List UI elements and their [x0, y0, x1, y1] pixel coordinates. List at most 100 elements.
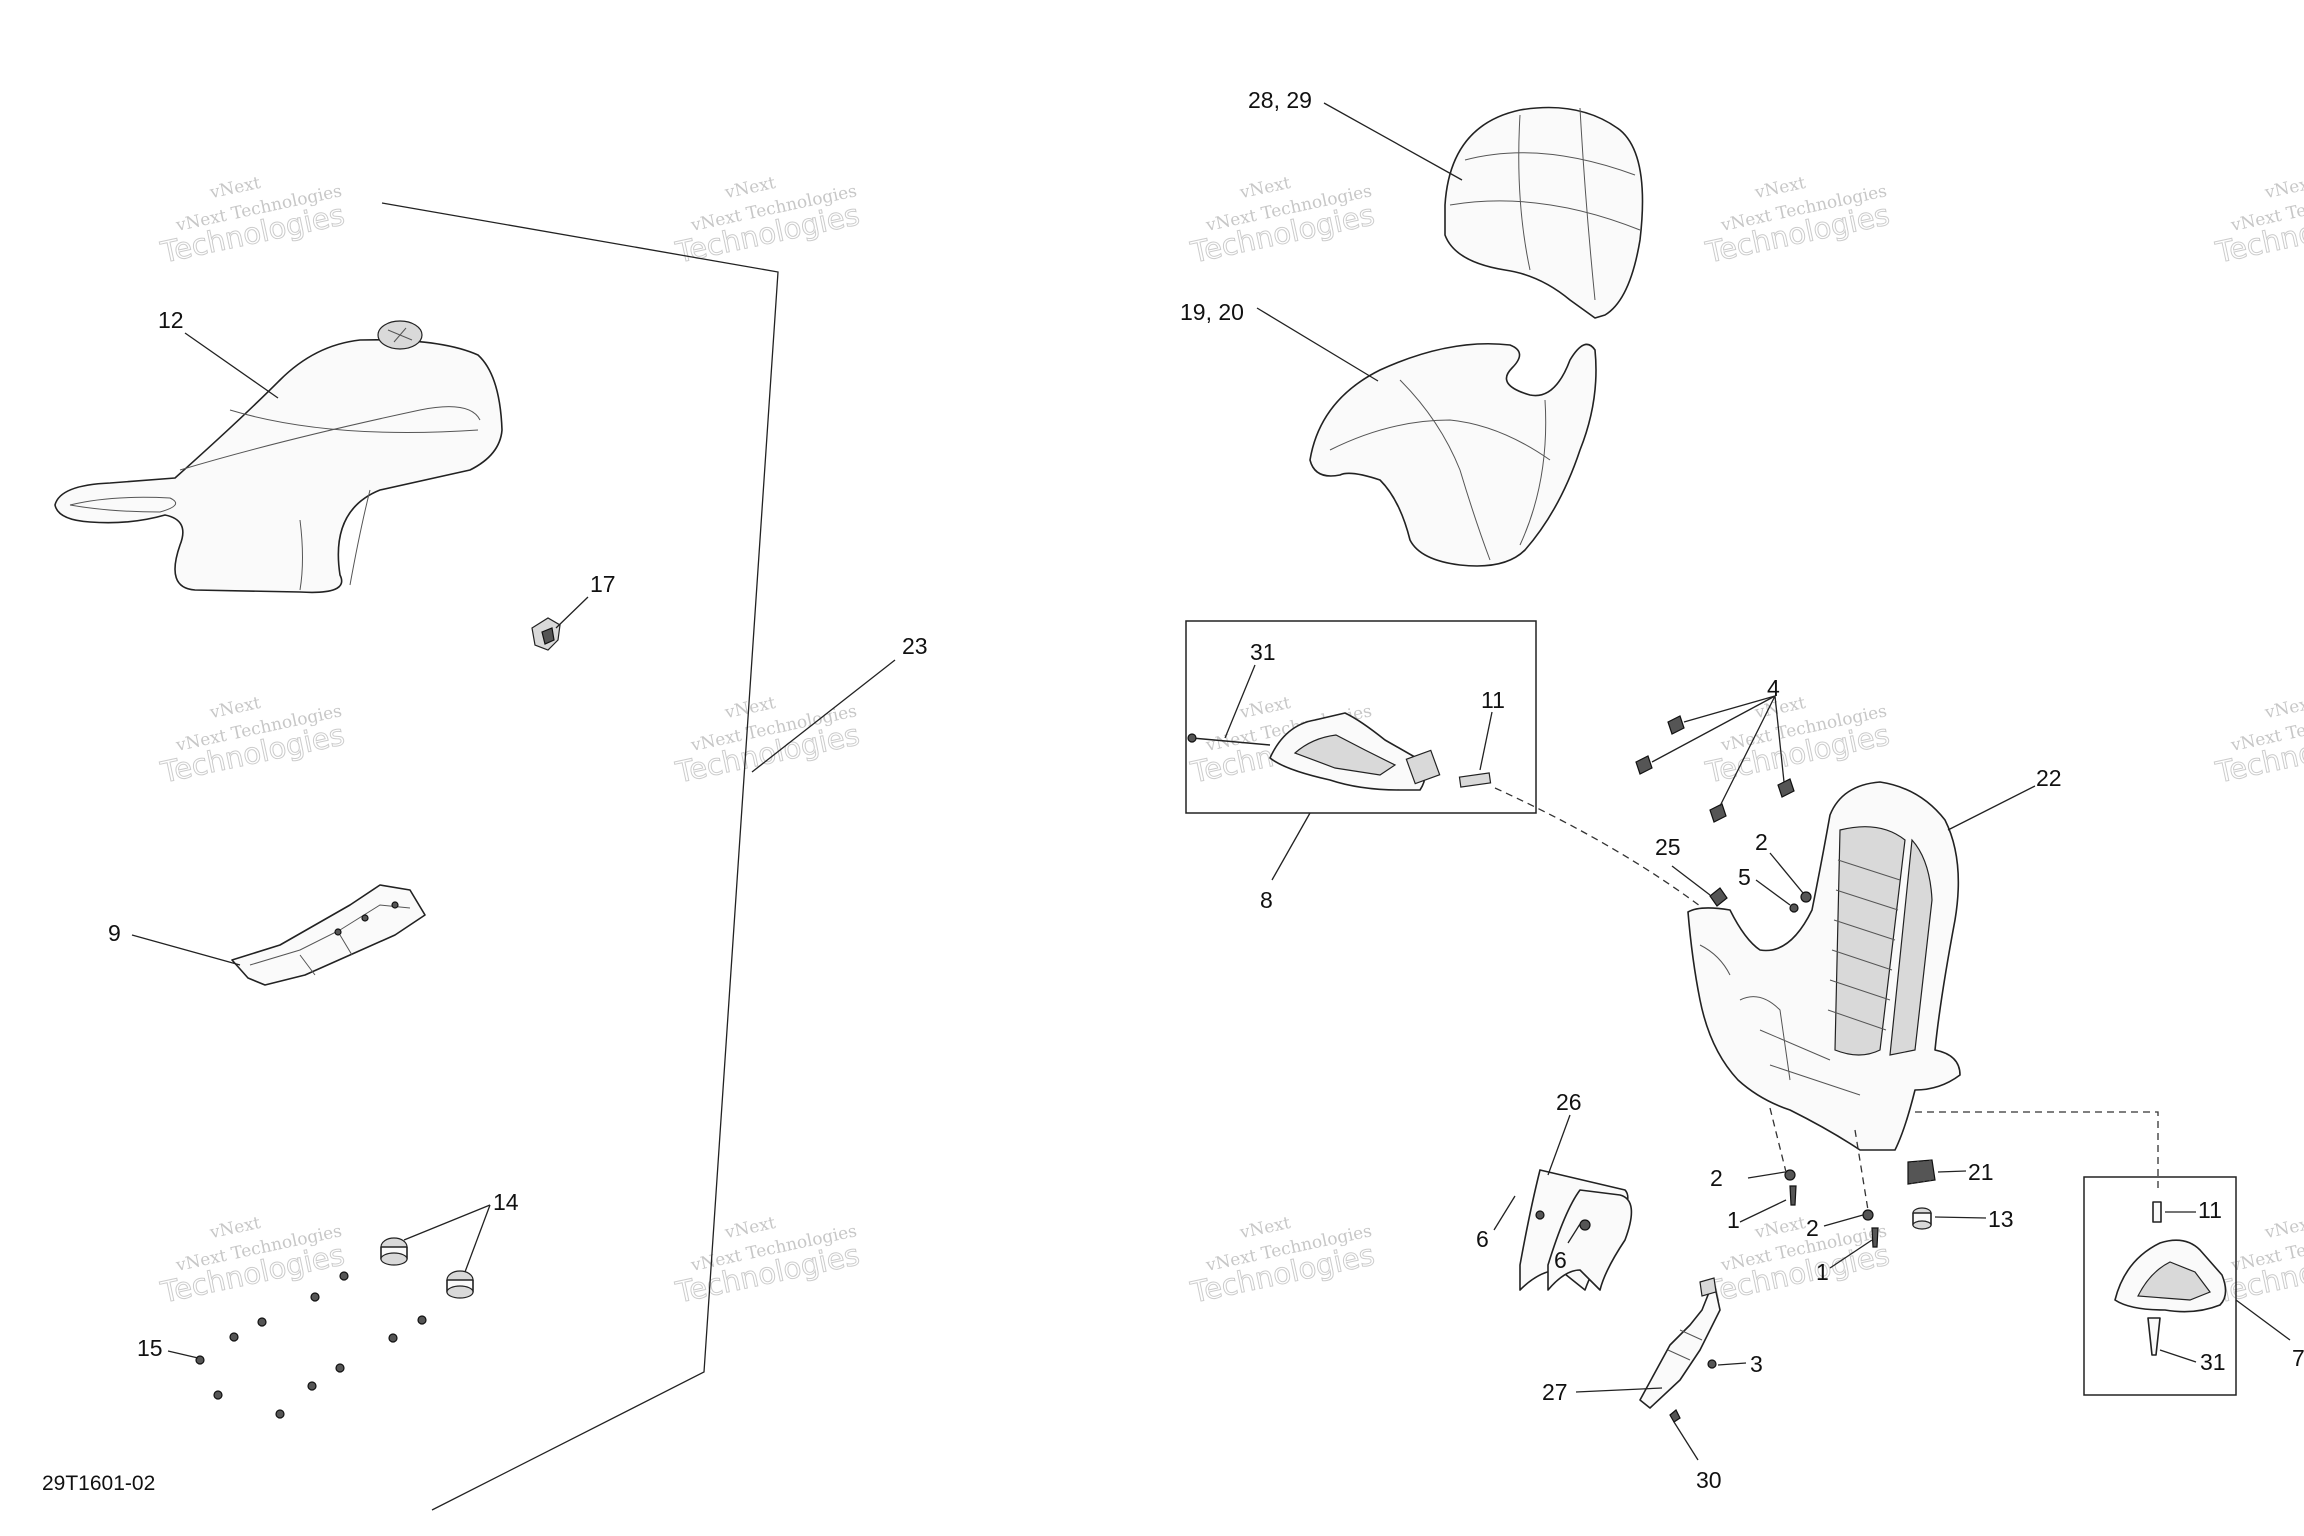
- watermark: vNext vNext Technologies Technologies: [1702, 173, 1893, 270]
- part-clips-4: [1635, 715, 1795, 823]
- leader-12: [184, 332, 279, 399]
- watermark: vNext vNext Technologies Technologies: [672, 1213, 863, 1310]
- leader-2: [1769, 852, 1804, 894]
- callout-11: 11: [2198, 1197, 2222, 1223]
- leader-19-20: [1256, 307, 1379, 382]
- callout-25: 25: [1655, 834, 1681, 860]
- watermark: vNext vNext Technologies Technologies: [1702, 693, 1893, 790]
- callout-12: 12: [158, 307, 184, 333]
- part-screw-5: [1789, 903, 1799, 913]
- callout-27: 27: [1542, 1379, 1568, 1405]
- leader-17: [555, 596, 589, 629]
- callout-6: 6: [1554, 1247, 1567, 1273]
- part-screw-3: [1707, 1359, 1717, 1369]
- part-13: [1912, 1207, 1932, 1230]
- part-side-panel-26: [1519, 1169, 1633, 1291]
- part-pin-11: [1458, 772, 1492, 788]
- watermark: vNext vNext Technologies Technologies: [157, 173, 348, 270]
- part-bolt-31: [1187, 733, 1271, 746]
- leader-4: [1683, 695, 1776, 723]
- leader-4: [1719, 695, 1776, 807]
- callout-6: 6: [1476, 1226, 1489, 1252]
- part-seat-base-22: [1687, 781, 1961, 1151]
- leader-1: [1829, 1239, 1873, 1269]
- leader-13: [1934, 1216, 1987, 1219]
- leader-14: [464, 1204, 491, 1273]
- callout-31: 31: [2200, 1349, 2226, 1375]
- callout-4: 4: [1767, 675, 1780, 701]
- callout-11: 11: [1481, 687, 1505, 713]
- leader-21: [1937, 1170, 1967, 1173]
- leader-6: [1493, 1195, 1516, 1231]
- svg-text:vNext: vNext: [2262, 693, 2304, 723]
- group-bracket-23: [381, 202, 779, 1511]
- callout-21: 21: [1968, 1159, 1994, 1185]
- handle-subassembly-frame: [2083, 1176, 2237, 1396]
- part-clip-17: [531, 617, 561, 651]
- watermark: vNext vNext Technologies Technologies: [672, 173, 863, 270]
- part-screw-30: [1669, 1409, 1681, 1423]
- part-washer-2: [1862, 1209, 1874, 1221]
- part-screw-1: [1789, 1185, 1797, 1206]
- callout-2: 2: [1710, 1165, 1723, 1191]
- leader-14: [403, 1204, 491, 1241]
- leader-28-29: [1323, 102, 1463, 181]
- watermark: vNext vNext Technologies Technologies: [2212, 693, 2304, 790]
- callout-31: 31: [1250, 639, 1276, 665]
- leader-15: [167, 1350, 199, 1359]
- assembly-path: [1854, 1129, 1869, 1211]
- leader-2: [1747, 1171, 1786, 1179]
- callout-5: 5: [1738, 864, 1751, 890]
- callout-17: 17: [590, 571, 616, 597]
- watermark: vNext vNext Technologies Technologies: [1187, 173, 1378, 270]
- leader-2: [1823, 1214, 1864, 1227]
- part-passenger-seat-19-20: [1309, 342, 1597, 567]
- leader-3: [1717, 1362, 1747, 1366]
- leader-26: [1547, 1114, 1571, 1176]
- callout-14: 14: [493, 1189, 519, 1215]
- watermark: vNext vNext Technologies Technologies: [157, 693, 348, 790]
- part-screw-1: [1871, 1227, 1879, 1248]
- leader-23: [751, 659, 896, 773]
- callout-13: 13: [1988, 1206, 2014, 1232]
- document-code: 29T1601-02: [42, 1472, 155, 1495]
- assembly-path: [1915, 1111, 2159, 1190]
- part-21: [1907, 1159, 1936, 1185]
- leader-11: [1479, 711, 1493, 771]
- callout-22: 22: [2036, 765, 2062, 791]
- leader-25: [1671, 865, 1711, 896]
- callout-30: 30: [1696, 1467, 1722, 1493]
- assembly-path: [1494, 787, 1709, 913]
- callout-23: 23: [902, 633, 928, 659]
- handle-assembly-frame: [1185, 620, 1537, 814]
- leader-22: [1947, 785, 2036, 831]
- svg-text:vNext: vNext: [2262, 173, 2304, 203]
- part-handle-7: [2114, 1201, 2227, 1356]
- watermark: vNext vNext Technologies Technologies: [157, 1213, 348, 1310]
- leader-5: [1755, 879, 1791, 906]
- leader-8: [1271, 812, 1311, 881]
- part-grommet-14: [446, 1270, 474, 1299]
- assembly-path: [1769, 1107, 1789, 1181]
- part-grommet-14: [380, 1237, 408, 1266]
- leader-31: [1224, 664, 1256, 739]
- part-25: [1709, 887, 1728, 907]
- leader-27: [1575, 1387, 1663, 1393]
- leader-9: [131, 934, 241, 966]
- leader-7: [2235, 1299, 2291, 1341]
- part-seat-12: [54, 320, 503, 594]
- callout-15: 15: [137, 1335, 163, 1361]
- part-bracket-27: [1639, 1277, 1721, 1409]
- part-washer-2: [1800, 891, 1812, 903]
- callout-19-20: 19, 20: [1180, 299, 1244, 325]
- leader-6: [1567, 1223, 1581, 1244]
- leader-30: [1673, 1421, 1699, 1461]
- callout-7: 7: [2292, 1345, 2304, 1371]
- watermark: vNext vNext Technologies Technologies: [1187, 1213, 1378, 1310]
- leader-1: [1739, 1199, 1787, 1223]
- svg-text:vNext: vNext: [2262, 1213, 2304, 1243]
- callout-2: 2: [1806, 1215, 1819, 1241]
- callout-26: 26: [1556, 1089, 1582, 1115]
- part-grab-handle: [1269, 712, 1441, 791]
